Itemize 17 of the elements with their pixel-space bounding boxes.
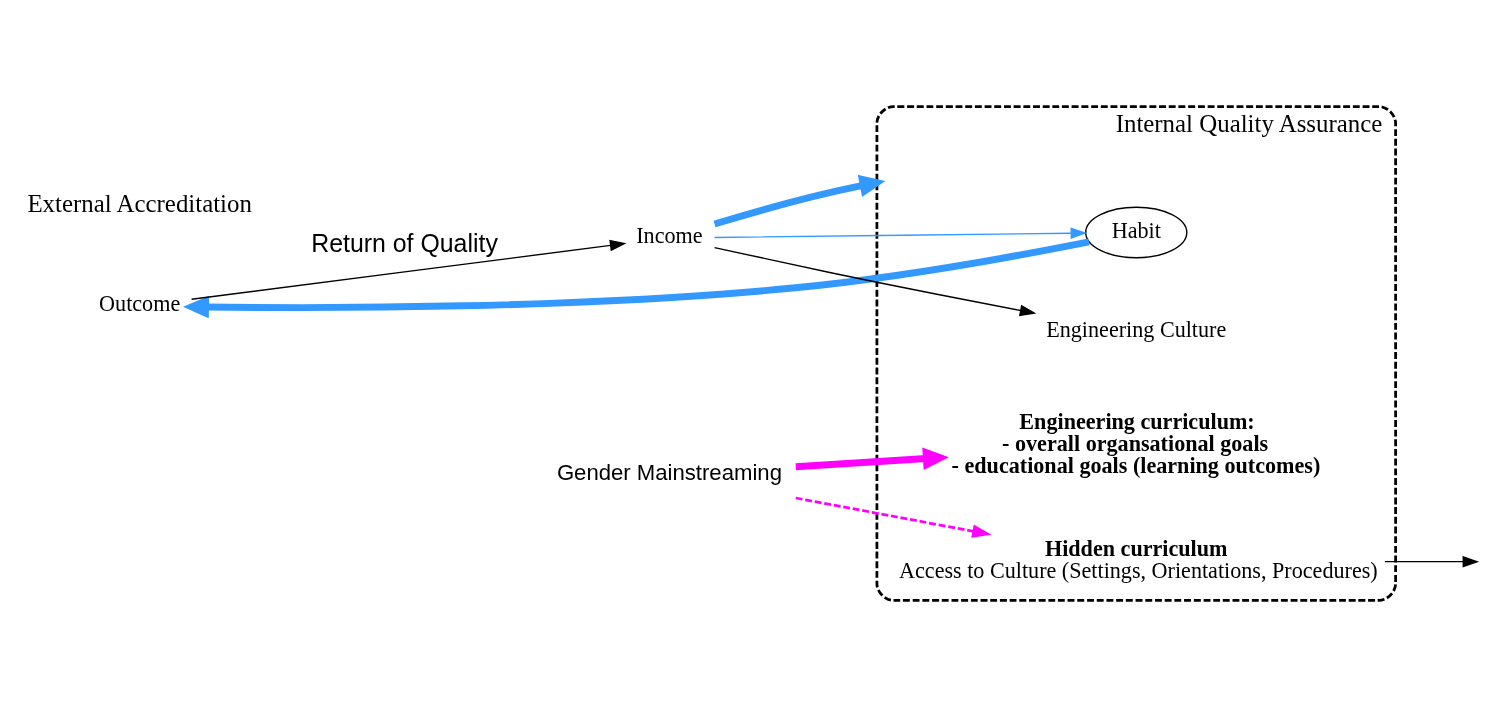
node-text: Outcome bbox=[99, 291, 181, 317]
arrow bbox=[190, 239, 627, 300]
arrow bbox=[713, 247, 1037, 317]
node-ellipse: Habit bbox=[1085, 206, 1188, 259]
label: External Accreditation bbox=[27, 190, 252, 218]
edge-label: Return of Quality bbox=[311, 229, 498, 258]
arrow bbox=[183, 238, 1090, 319]
node-text: Engineering Culture bbox=[1046, 317, 1227, 343]
arrow bbox=[713, 227, 1088, 240]
node-text: Hidden curriculum Access to Culture (Settings, Orientations, Procedures) bbox=[899, 535, 1378, 583]
node-text: Income bbox=[636, 223, 703, 249]
arrow bbox=[795, 447, 949, 471]
node-text: Engineering curriculum: - overall organsational goals - educational goals (learning outcomes) bbox=[951, 408, 1321, 478]
arrow bbox=[713, 174, 886, 228]
arrow bbox=[1384, 555, 1480, 568]
arrow bbox=[795, 496, 992, 538]
node-text: Gender Mainstreaming bbox=[556, 459, 782, 485]
